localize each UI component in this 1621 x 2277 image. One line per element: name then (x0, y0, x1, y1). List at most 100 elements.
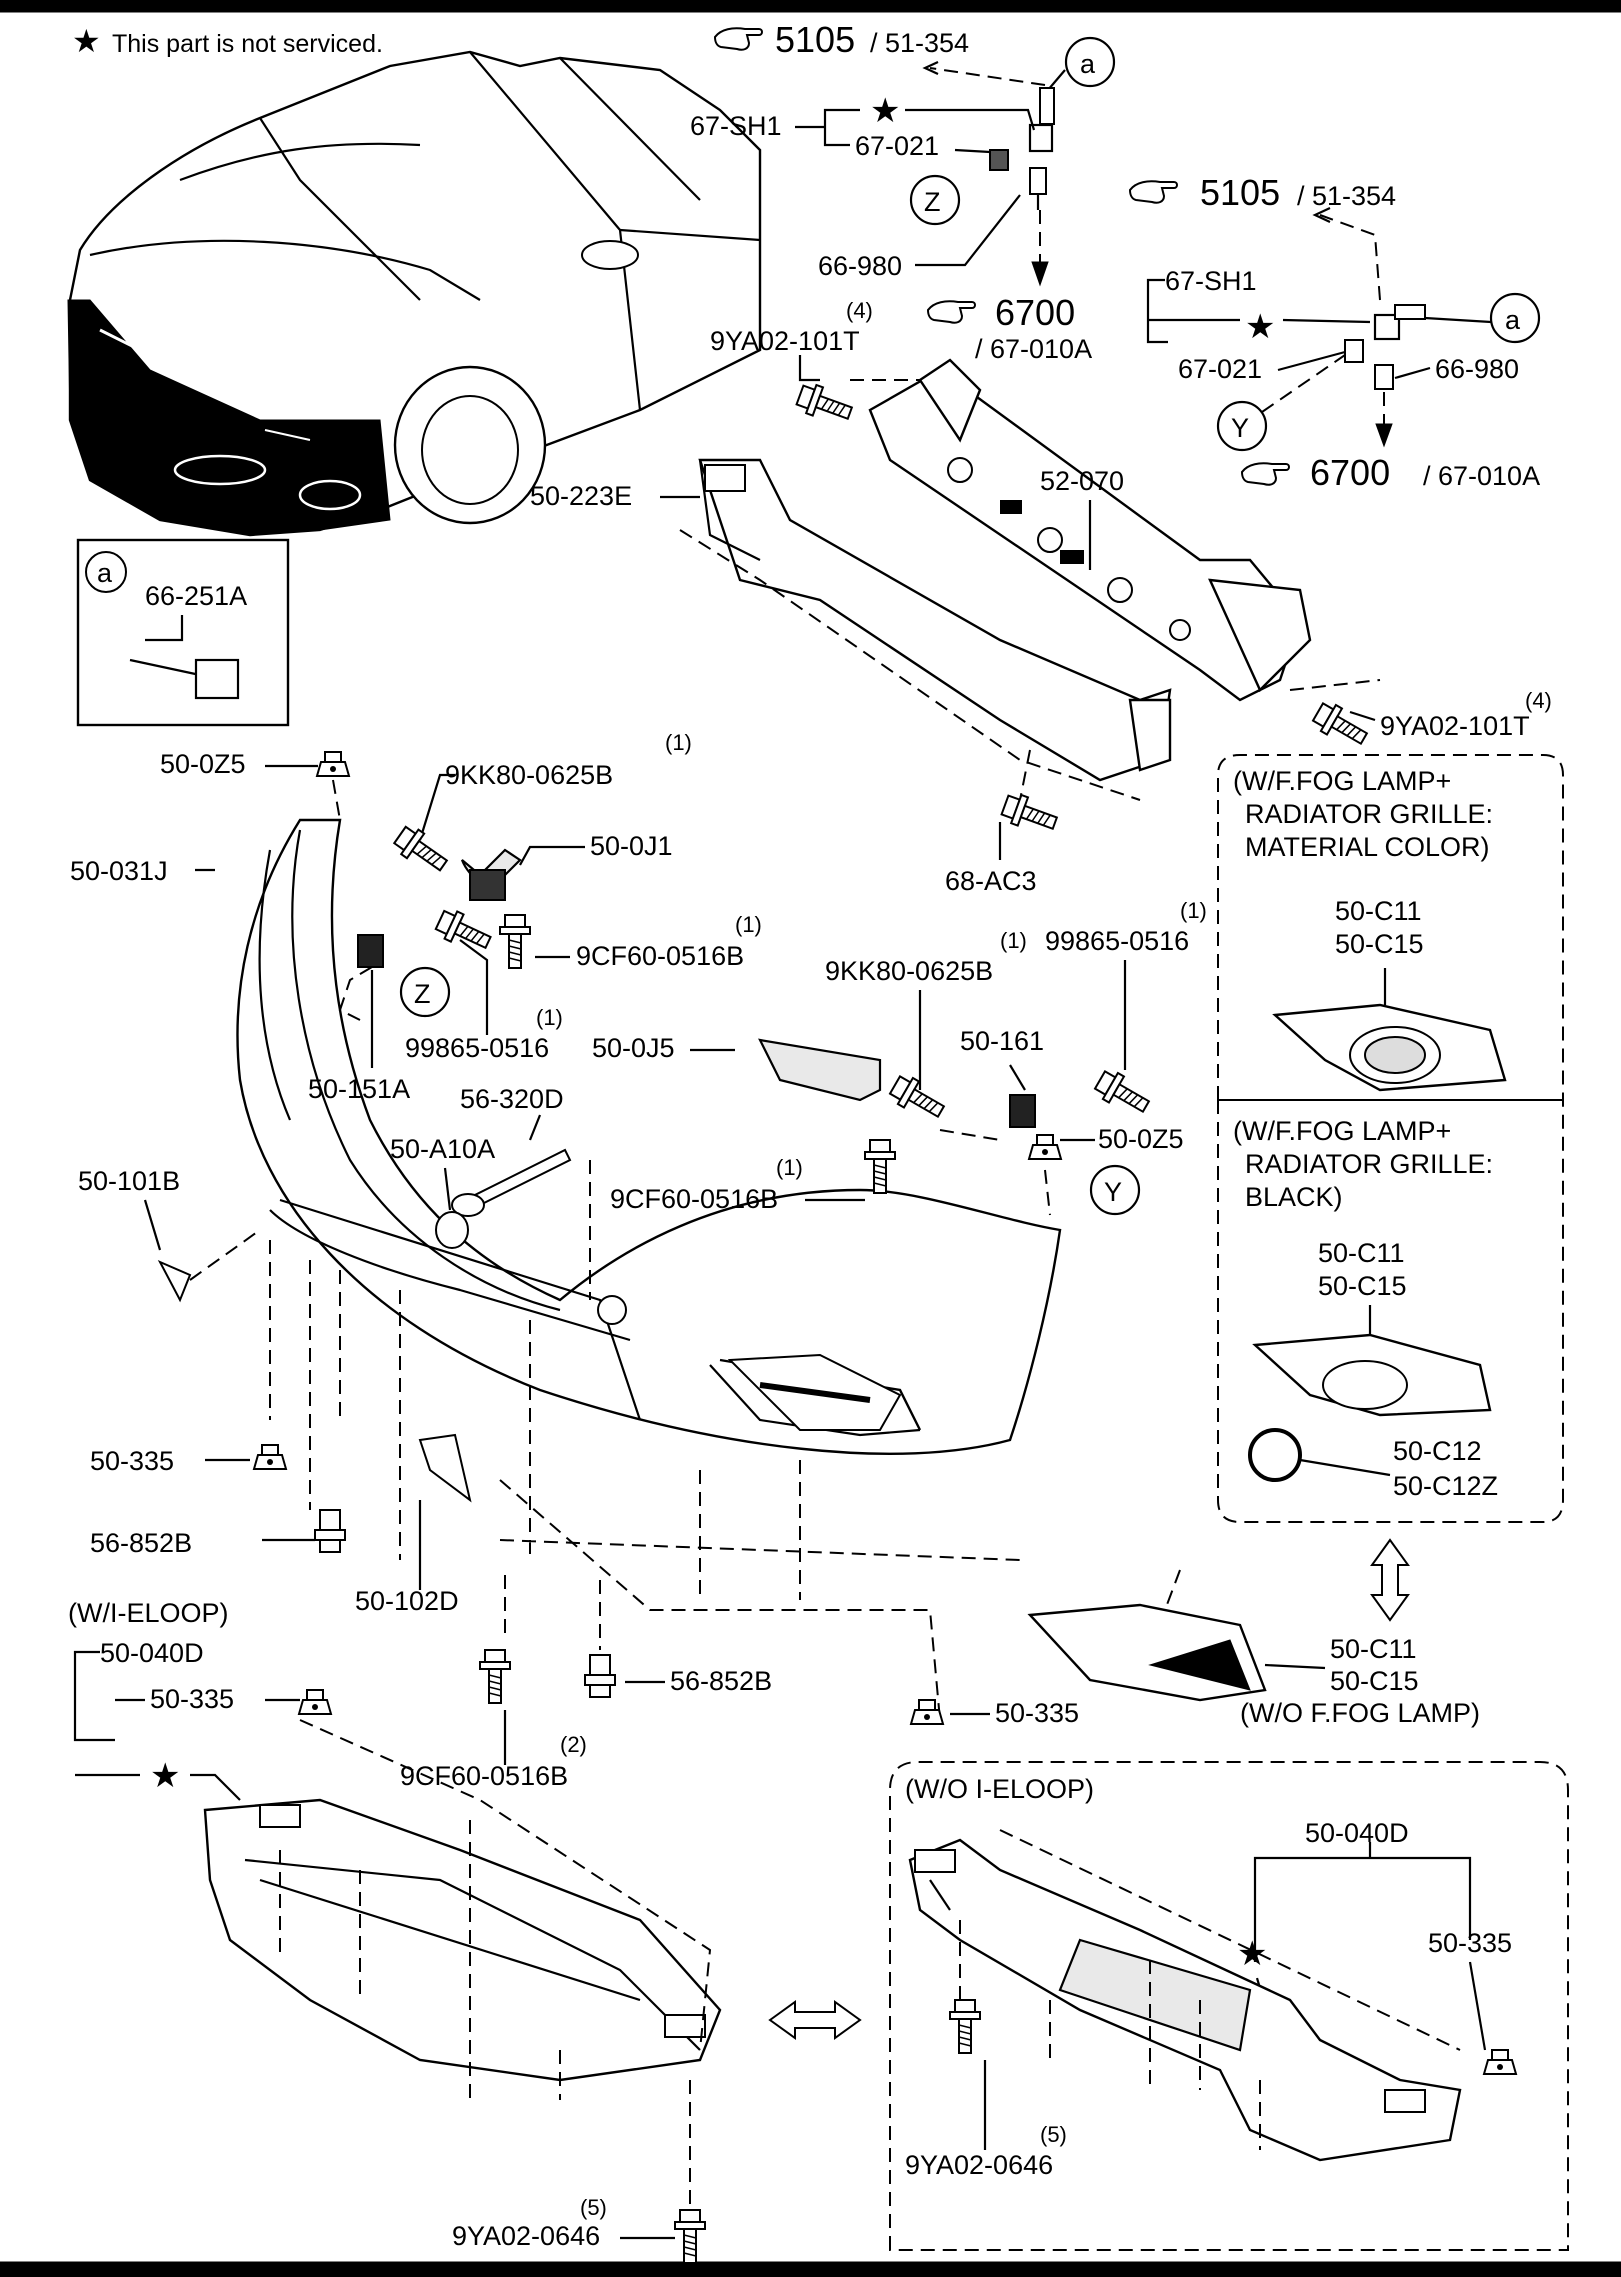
svg-text:Y: Y (1104, 1177, 1122, 1207)
fog-ring (1248, 1428, 1302, 1482)
svg-text:(5): (5) (580, 2195, 607, 2220)
label-9ya02-101t-left: 9YA02-101T (710, 326, 860, 356)
svg-text:50-040D: 50-040D (1305, 1818, 1409, 1848)
svg-text:★: ★ (150, 1757, 180, 1795)
svg-text:5105: 5105 (1200, 172, 1280, 213)
svg-text:(4): (4) (846, 298, 873, 323)
bracket-50-0j5 (758, 1038, 882, 1102)
inset-callout-a: a (97, 558, 113, 588)
svg-text:Z: Z (924, 187, 941, 217)
callout-z-left (399, 966, 451, 1018)
svg-text:/ 51-354: / 51-354 (870, 28, 969, 58)
legend-note: This part is not serviced. (112, 30, 383, 58)
label-50-102d: 50-102D (355, 1586, 459, 1616)
ref-5105-right: 5105 / 51-354 (1129, 172, 1396, 213)
undercover-with-eloop: (W/I-ELOOP) 50-040D 50-335 ★ 9YA02-0646 … (68, 1598, 722, 2264)
svg-text:(W/F.FOG LAMP+: (W/F.FOG LAMP+ (1233, 766, 1451, 796)
callout-a-right (1489, 292, 1541, 344)
swap-arrow-vertical (1370, 1538, 1410, 1622)
reinforcement-assembly: 9YA02-101T (4) 52-070 50-223E 9YA02-101T… (530, 298, 1552, 896)
label-9kk80-left: 9KK80-0625B (445, 760, 613, 790)
label-50-0j5: 50-0J5 (592, 1033, 675, 1063)
svg-text:RADIATOR GRILLE:: RADIATOR GRILLE: (1245, 1149, 1493, 1179)
svg-text:50-C12: 50-C12 (1393, 1436, 1482, 1466)
svg-text:(1): (1) (735, 912, 762, 937)
label-50-0z5-mid: 50-0Z5 (1098, 1124, 1184, 1154)
svg-text:BLACK): BLACK) (1245, 1182, 1343, 1212)
svg-text:(1): (1) (1000, 928, 1027, 953)
label-50-101b: 50-101B (78, 1166, 180, 1196)
label-52-070: 52-070 (1040, 466, 1124, 496)
svg-text:★: ★ (1237, 1935, 1267, 1973)
fog-cover-wo: 50-C11 50-C15 (W/O F.FOG LAMP) (1027, 1603, 1480, 1728)
bumper-hardware-center: 50-0J5 9KK80-0625B (1) 9CF60-0516B (1) 5… (592, 898, 1207, 1216)
svg-text:(4): (4) (1525, 688, 1552, 713)
label-99865-left: 99865-0516 (405, 1033, 549, 1063)
svg-text:a: a (1080, 49, 1096, 79)
harness-top (989, 87, 1055, 210)
svg-text:(W/F.FOG LAMP+: (W/F.FOG LAMP+ (1233, 1116, 1451, 1146)
svg-text:9YA02-0646: 9YA02-0646 (905, 2150, 1053, 2180)
svg-text:50-C11: 50-C11 (1318, 1238, 1405, 1268)
legend-star-icon: ★ (72, 23, 101, 59)
label-50-161: 50-161 (960, 1026, 1044, 1056)
box-fog-material: (W/F.FOG LAMP+ RADIATOR GRILLE: MATERIAL… (1217, 754, 1564, 1101)
svg-text:(1): (1) (776, 1155, 803, 1180)
bottom-bar (0, 2261, 1621, 2277)
reflector-50-101b (157, 1259, 192, 1303)
svg-text:/ 51-354: / 51-354 (1297, 181, 1396, 211)
svg-text:6700: 6700 (1310, 452, 1390, 493)
clip-50-151a (357, 934, 384, 968)
svg-text:MATERIAL COLOR): MATERIAL COLOR) (1245, 832, 1490, 862)
label-50-a10a: 50-A10A (390, 1134, 495, 1164)
ref-6700-right: 6700 / 67-010A (1241, 452, 1540, 493)
label-50-335-a: 50-335 (90, 1446, 174, 1476)
car-illustration (67, 50, 762, 537)
label-66-980-top: 66-980 (818, 251, 902, 281)
harness-right (1344, 304, 1426, 390)
label-67-sh1-right: 67-SH1 (1165, 266, 1257, 296)
label-50-0j1: 50-0J1 (590, 831, 673, 861)
svg-text:(1): (1) (665, 730, 692, 755)
label-50-151a: 50-151A (308, 1074, 410, 1104)
label-67-021-right: 67-021 (1178, 354, 1262, 384)
label-67-021-top: 67-021 (855, 131, 939, 161)
svg-text:50-C15: 50-C15 (1330, 1666, 1419, 1696)
callout-z-top (909, 174, 961, 226)
svg-text:Y: Y (1231, 413, 1249, 443)
label-99865-right: 99865-0516 (1045, 926, 1189, 956)
svg-text:50-C11: 50-C11 (1330, 1634, 1417, 1664)
svg-text:50-C12Z: 50-C12Z (1393, 1471, 1498, 1501)
label-50-0z5-top: 50-0Z5 (160, 749, 246, 779)
label-50-040d-a: 50-040D (100, 1638, 204, 1668)
clip-50-161 (1009, 1094, 1036, 1128)
svg-text:/ 67-010A: / 67-010A (1423, 461, 1540, 491)
bumper-hardware-lower: 50-335 56-852B 50-102D 56-852B 50-335 9C… (90, 1240, 1181, 1791)
svg-text:★: ★ (1245, 308, 1275, 346)
svg-text:Z: Z (414, 979, 431, 1009)
label-50-223e: 50-223E (530, 481, 632, 511)
bumper-hardware-left: 9KK80-0625B (1) 50-0J1 9CF60-0516B (1) Z… (78, 730, 762, 1303)
svg-text:RADIATOR GRILLE:: RADIATOR GRILLE: (1245, 799, 1493, 829)
svg-text:(1): (1) (1180, 898, 1207, 923)
svg-text:(5): (5) (1040, 2122, 1067, 2147)
front-bumper: 50-0Z5 50-031J (70, 749, 1062, 1455)
svg-text:50-C15: 50-C15 (1335, 929, 1424, 959)
star-icon: ★ (870, 92, 900, 130)
label-50-031j: 50-031J (70, 856, 168, 886)
label-9ya02-101t-right: 9YA02-101T (1380, 711, 1530, 741)
callout-y-left (1089, 1164, 1141, 1216)
ref-5105-top: 5105 / 51-354 (714, 19, 969, 60)
label-9cf60-b: 9CF60-0516B (610, 1184, 778, 1214)
label-68-ac3: 68-AC3 (945, 866, 1037, 896)
svg-text:50-C11: 50-C11 (1335, 896, 1422, 926)
callout-a-top (1064, 36, 1116, 88)
label-50-335-b: 50-335 (995, 1698, 1079, 1728)
svg-text:(W/O I-ELOOP): (W/O I-ELOOP) (905, 1774, 1094, 1804)
tow-cap (435, 1211, 469, 1249)
label-50-335-c: 50-335 (150, 1684, 234, 1714)
callout-y-right (1216, 400, 1268, 452)
svg-text:(1): (1) (536, 1005, 563, 1030)
inset-part-label: 66-251A (145, 581, 247, 611)
